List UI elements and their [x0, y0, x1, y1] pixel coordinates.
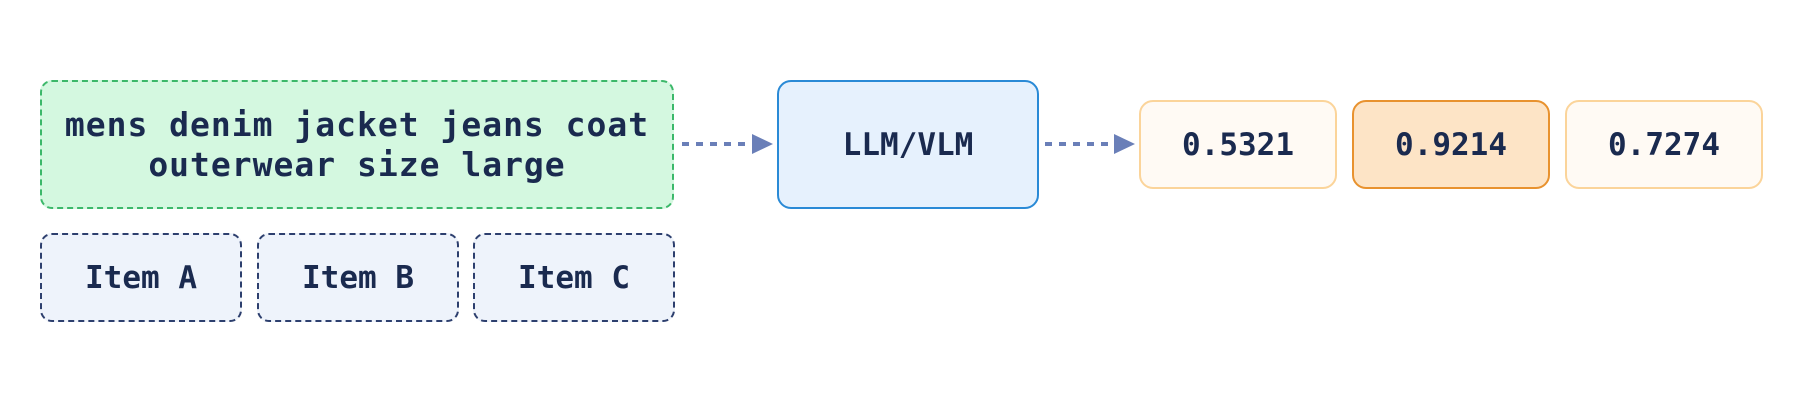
- score-value-2: 0.9214: [1395, 126, 1507, 163]
- item-a-box: Item A: [40, 233, 242, 322]
- arrow-model-to-scores: [1045, 134, 1135, 154]
- score-value-3: 0.7274: [1608, 126, 1720, 163]
- item-c-box: Item C: [473, 233, 675, 322]
- query-text: mens denim jacket jeans coat outerwear s…: [64, 104, 650, 184]
- item-b-box: Item B: [257, 233, 459, 322]
- item-b-label: Item B: [302, 259, 414, 296]
- score-box-2-highlighted: 0.9214: [1352, 100, 1550, 189]
- score-box-3: 0.7274: [1565, 100, 1763, 189]
- item-a-label: Item A: [85, 259, 197, 296]
- model-label: LLM/VLM: [842, 126, 974, 163]
- arrow-input-to-model: [682, 134, 773, 154]
- model-box: LLM/VLM: [777, 80, 1039, 209]
- score-value-1: 0.5321: [1182, 126, 1294, 163]
- item-c-label: Item C: [518, 259, 630, 296]
- query-text-box: mens denim jacket jeans coat outerwear s…: [40, 80, 674, 209]
- score-box-1: 0.5321: [1139, 100, 1337, 189]
